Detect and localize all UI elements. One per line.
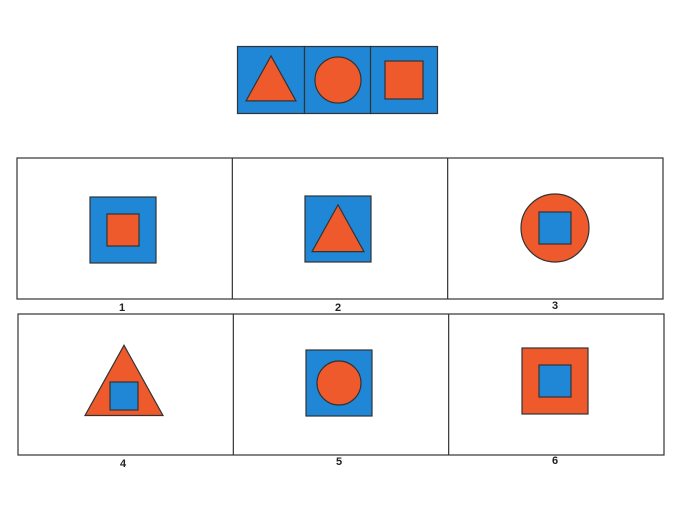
option-inner-circle (316, 360, 362, 406)
sequence-inner-square (384, 60, 424, 100)
sequence-cell-2 (303, 45, 373, 115)
option-4[interactable] (83, 344, 165, 417)
option-label-3: 3 (551, 300, 559, 312)
option-label-4: 4 (119, 458, 127, 470)
option-3[interactable] (520, 193, 590, 263)
sequence-inner-circle (314, 56, 362, 104)
option-inner-square (538, 211, 572, 245)
sequence-row (236, 45, 439, 115)
sequence-cell-3 (369, 45, 439, 115)
option-inner-square (106, 213, 140, 247)
option-label-5: 5 (335, 456, 343, 468)
option-inner-square (109, 381, 139, 411)
option-1[interactable] (89, 196, 157, 264)
option-inner-triangle (310, 203, 366, 253)
options-grid (16, 157, 665, 456)
option-label-6: 6 (551, 455, 559, 467)
sequence-cell-1 (236, 45, 306, 115)
option-2[interactable] (304, 195, 372, 263)
option-6[interactable] (521, 347, 589, 415)
sequence-inner-triangle (244, 54, 298, 102)
option-label-1: 1 (118, 302, 126, 314)
option-inner-square (538, 364, 572, 398)
options-row-frame-2 (17, 313, 665, 456)
options-row-frame-1 (16, 157, 664, 300)
option-outer-triangle (83, 344, 165, 417)
option-5[interactable] (305, 349, 373, 417)
option-label-2: 2 (334, 302, 342, 314)
